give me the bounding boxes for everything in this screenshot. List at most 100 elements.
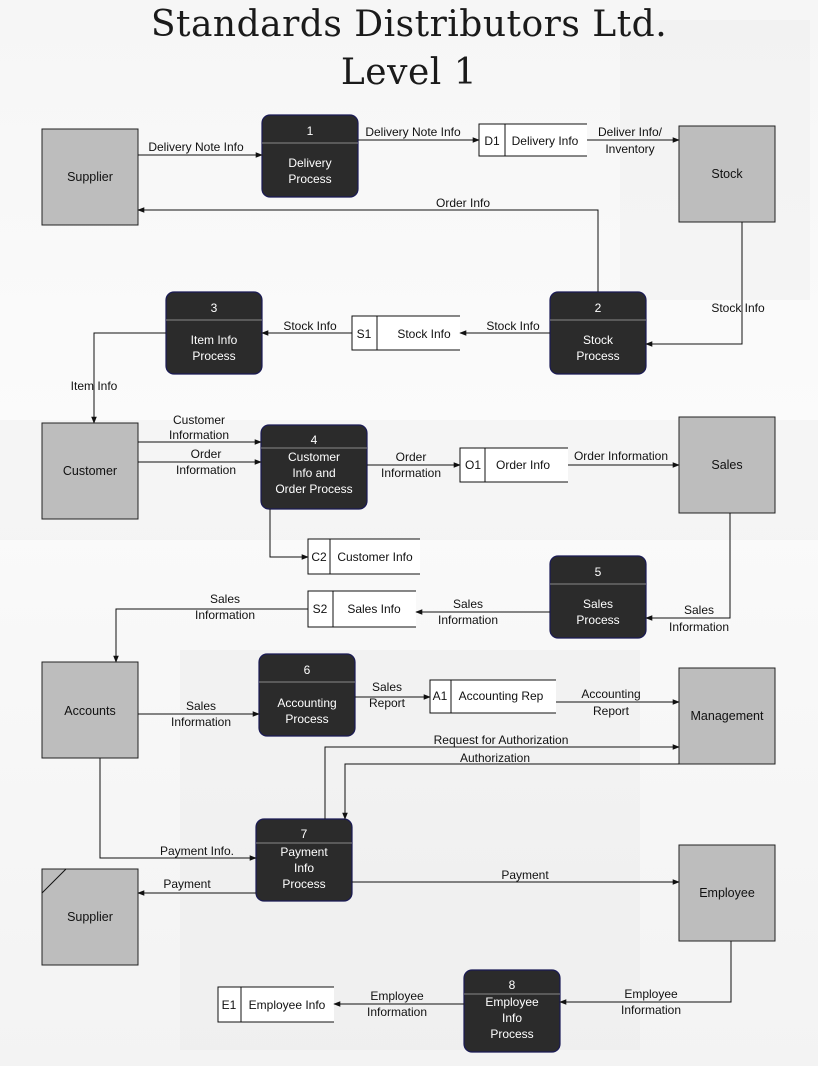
entity-label: Accounts <box>64 704 115 718</box>
entity-accounts[interactable]: Accounts <box>41 661 139 759</box>
flow-label: Order Info <box>436 196 490 210</box>
flow-label: Delivery Note Info <box>365 125 461 139</box>
entity-management[interactable]: Management <box>678 667 776 765</box>
flow-label: Information <box>438 613 498 627</box>
flow-customer-order[interactable]: Order Information <box>138 447 262 477</box>
entity-label: Management <box>691 709 764 723</box>
flow-s1-to-item-info[interactable]: Stock Info <box>261 319 352 336</box>
flow-label: Information <box>669 620 729 634</box>
process-label: Sales <box>583 597 613 611</box>
flow-label: Deliver Info/ <box>598 125 663 139</box>
process-label: Process <box>576 349 619 363</box>
flow-stock-process-to-s1[interactable]: Stock Info <box>459 319 550 336</box>
flow-customer-information[interactable]: Customer Information <box>138 413 262 445</box>
process-label: Process <box>282 877 325 891</box>
flow-o1-to-sales[interactable]: Order Information <box>568 449 680 468</box>
flow-order-process-to-c2[interactable] <box>269 509 309 560</box>
flow-s2-to-accounts[interactable]: Sales Information <box>113 592 308 663</box>
process-number: 8 <box>509 978 516 992</box>
flow-sales-process-to-s2[interactable]: Sales Information <box>415 597 550 627</box>
flow-label: Order <box>396 450 427 464</box>
flow-label: Employee <box>624 987 678 1001</box>
entity-label: Sales <box>711 458 742 472</box>
flow-label: Sales <box>684 603 714 617</box>
datastore-a1-accounting-rep[interactable]: A1 Accounting Rep <box>429 679 556 714</box>
flow-d1-to-stock[interactable]: Deliver Info/ Inventory <box>587 125 680 156</box>
process-label: Delivery <box>288 156 331 170</box>
diagram-subtitle: Level 1 <box>340 52 478 93</box>
flow-item-info-to-customer[interactable]: Item Info <box>71 332 166 424</box>
entity-stock[interactable]: Stock <box>678 125 776 223</box>
process-6-accounting[interactable]: 6 Accounting Process <box>258 653 356 737</box>
process-3-item-info[interactable]: 3 Item Info Process <box>165 291 263 375</box>
flow-payment-to-supplier[interactable]: Payment <box>137 877 256 896</box>
flow-payment-to-employee[interactable]: Payment <box>352 868 680 885</box>
entity-sales[interactable]: Sales <box>678 416 776 514</box>
flow-request-for-authorization[interactable]: Request for Authorization <box>324 733 680 819</box>
entity-customer[interactable]: Customer <box>41 422 139 520</box>
flow-label: Report <box>593 704 630 718</box>
flow-a1-to-management[interactable]: Accounting Report <box>556 687 680 718</box>
entity-label: Stock <box>711 167 743 181</box>
entity-label: Supplier <box>67 910 113 924</box>
process-number: 2 <box>595 301 602 315</box>
process-8-employee-info[interactable]: 8 Employee Info Process <box>463 969 561 1053</box>
process-label: Info <box>502 1011 522 1025</box>
flow-label: Customer <box>173 413 225 427</box>
store-id: A1 <box>433 689 448 703</box>
process-2-stock[interactable]: 2 Stock Process <box>549 291 647 375</box>
flow-stock-to-stock-process[interactable]: Stock Info <box>645 222 765 347</box>
flow-stock-process-to-supplier[interactable]: Order Info <box>137 196 599 292</box>
process-number: 5 <box>595 565 602 579</box>
datastore-c2-customer-info[interactable]: C2 Customer Info <box>307 538 420 575</box>
process-4-customer-order[interactable]: 4 Customer Info and Order Process <box>260 424 368 510</box>
flow-label: Employee <box>370 989 424 1003</box>
store-id: S1 <box>357 327 372 341</box>
flow-accounts-payment-info[interactable]: Payment Info. <box>99 758 257 861</box>
flow-sales-to-sales-process[interactable]: Sales Information <box>645 513 731 634</box>
process-label: Employee <box>485 995 539 1009</box>
process-number: 3 <box>211 301 218 315</box>
flow-label: Payment <box>163 877 211 891</box>
datastore-d1-delivery-info[interactable]: D1 Delivery Info <box>478 123 587 157</box>
process-label: Item Info <box>191 333 238 347</box>
flow-label: Stock Info <box>283 319 337 333</box>
process-7-payment-info[interactable]: 7 Payment Info Process <box>255 818 353 902</box>
flow-accounting-to-a1[interactable]: Sales Report <box>355 680 431 710</box>
entity-supplier-bottom[interactable]: Supplier <box>41 868 139 966</box>
entity-supplier-top[interactable]: Supplier <box>41 128 139 226</box>
process-label: Process <box>490 1027 533 1041</box>
process-label: Process <box>288 172 331 186</box>
datastore-s1-stock-info[interactable]: S1 Stock Info <box>351 315 460 351</box>
flow-accounts-to-accounting[interactable]: Sales Information <box>138 699 260 729</box>
process-label: Payment <box>280 845 328 859</box>
process-label: Process <box>285 712 328 726</box>
entity-label: Supplier <box>67 170 113 184</box>
store-id: O1 <box>465 458 481 472</box>
flow-label: Delivery Note Info <box>148 140 244 154</box>
entity-employee[interactable]: Employee <box>678 844 776 942</box>
flow-supplier-to-delivery[interactable]: Delivery Note Info <box>138 140 263 158</box>
process-1-delivery[interactable]: 1 Delivery Process <box>261 114 359 198</box>
process-5-sales[interactable]: 5 Sales Process <box>549 555 647 639</box>
flow-label: Payment Info. <box>160 844 234 858</box>
datastore-o1-order-info[interactable]: O1 Order Info <box>459 447 568 483</box>
entity-label: Customer <box>63 464 117 478</box>
entity-label: Employee <box>699 886 755 900</box>
flow-employee-info-to-e1[interactable]: Employee Information <box>333 989 464 1019</box>
datastore-e1-employee-info[interactable]: E1 Employee Info <box>217 986 334 1023</box>
flow-employee-to-employee-info[interactable]: Employee Information <box>559 941 732 1017</box>
store-name: Accounting Rep <box>459 689 544 703</box>
flow-authorization[interactable]: Authorization <box>342 751 679 820</box>
datastore-s2-sales-info[interactable]: S2 Sales Info <box>307 590 416 628</box>
flow-delivery-to-d1[interactable]: Delivery Note Info <box>358 125 480 143</box>
flow-label: Information <box>171 715 231 729</box>
flow-label: Inventory <box>605 142 654 156</box>
diagram-title: Standards Distributors Ltd. <box>150 4 668 45</box>
process-number: 4 <box>311 433 318 447</box>
flow-order-process-to-o1[interactable]: Order Information <box>367 450 461 480</box>
flow-label: Information <box>169 428 229 442</box>
flow-label: Sales <box>210 592 240 606</box>
